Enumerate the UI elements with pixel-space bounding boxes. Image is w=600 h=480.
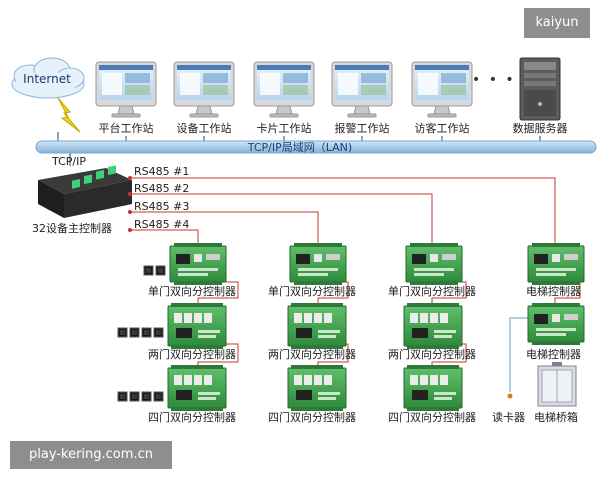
four-door-board-3 bbox=[404, 365, 462, 411]
four-door-board-2 bbox=[288, 365, 346, 411]
two-door-board-1 bbox=[168, 303, 226, 349]
rs485-label-2: RS485 #2 bbox=[134, 182, 189, 195]
workstation-3 bbox=[254, 62, 314, 117]
main-controller-box bbox=[38, 165, 132, 218]
tcpip-label: TCP/IP bbox=[52, 155, 86, 168]
card-reader-dot bbox=[508, 394, 513, 399]
elevator-controller-label-1: 电梯控制器 bbox=[526, 285, 581, 298]
readers-two bbox=[118, 328, 163, 337]
single-door-board-1 bbox=[170, 243, 226, 285]
workstation-label-2: 设备工作站 bbox=[163, 122, 245, 135]
elevator-car-label: 电梯桥箱 bbox=[534, 411, 578, 424]
readers-single bbox=[144, 266, 165, 275]
rs485-label-1: RS485 #1 bbox=[134, 165, 189, 178]
two-door-label-3: 两门双向分控制器 bbox=[372, 348, 492, 361]
four-door-board-1 bbox=[168, 365, 226, 411]
workstation-2 bbox=[174, 62, 234, 117]
card-reader-label: 读卡器 bbox=[492, 411, 525, 424]
two-door-board-3 bbox=[404, 303, 462, 349]
workstation-1 bbox=[96, 62, 156, 117]
watermark-bottom: play-kering.com.cn bbox=[10, 441, 172, 469]
single-door-label-3: 单门双向分控制器 bbox=[372, 285, 492, 298]
workstation-label-1: 平台工作站 bbox=[85, 122, 167, 135]
elevator-board-2 bbox=[528, 303, 584, 345]
four-door-label-3: 四门双向分控制器 bbox=[372, 411, 492, 424]
two-door-board-2 bbox=[288, 303, 346, 349]
more-workstations-dots: • • • bbox=[472, 72, 516, 88]
rs485-label-3: RS485 #3 bbox=[134, 200, 189, 213]
lightning-icon bbox=[58, 98, 80, 132]
main-controller-label: 32设备主控制器 bbox=[32, 222, 112, 235]
readers-four bbox=[118, 392, 163, 401]
internet-label: Internet bbox=[14, 72, 80, 86]
elevator-board-1 bbox=[528, 243, 584, 285]
single-door-label-1: 单门双向分控制器 bbox=[132, 285, 252, 298]
single-door-board-3 bbox=[406, 243, 462, 285]
elevator-controller-label-2: 电梯控制器 bbox=[526, 348, 581, 361]
rs485-label-4: RS485 #4 bbox=[134, 218, 189, 231]
data-server bbox=[520, 58, 560, 120]
workstation-label-3: 卡片工作站 bbox=[243, 122, 325, 135]
four-door-label-1: 四门双向分控制器 bbox=[132, 411, 252, 424]
single-door-label-2: 单门双向分控制器 bbox=[252, 285, 372, 298]
lan-label: TCP/IP局域网（LAN) bbox=[200, 139, 400, 155]
workstation-label-5: 访客工作站 bbox=[401, 122, 483, 135]
watermark-top: kaiyun bbox=[524, 8, 590, 38]
two-door-label-1: 两门双向分控制器 bbox=[132, 348, 252, 361]
single-door-board-2 bbox=[290, 243, 346, 285]
four-door-label-2: 四门双向分控制器 bbox=[252, 411, 372, 424]
elevator-car bbox=[538, 362, 576, 406]
two-door-label-2: 两门双向分控制器 bbox=[252, 348, 372, 361]
data-server-label: 数据服务器 bbox=[499, 122, 581, 135]
workstation-label-4: 报警工作站 bbox=[321, 122, 403, 135]
workstation-4 bbox=[332, 62, 392, 117]
workstation-5 bbox=[412, 62, 472, 117]
